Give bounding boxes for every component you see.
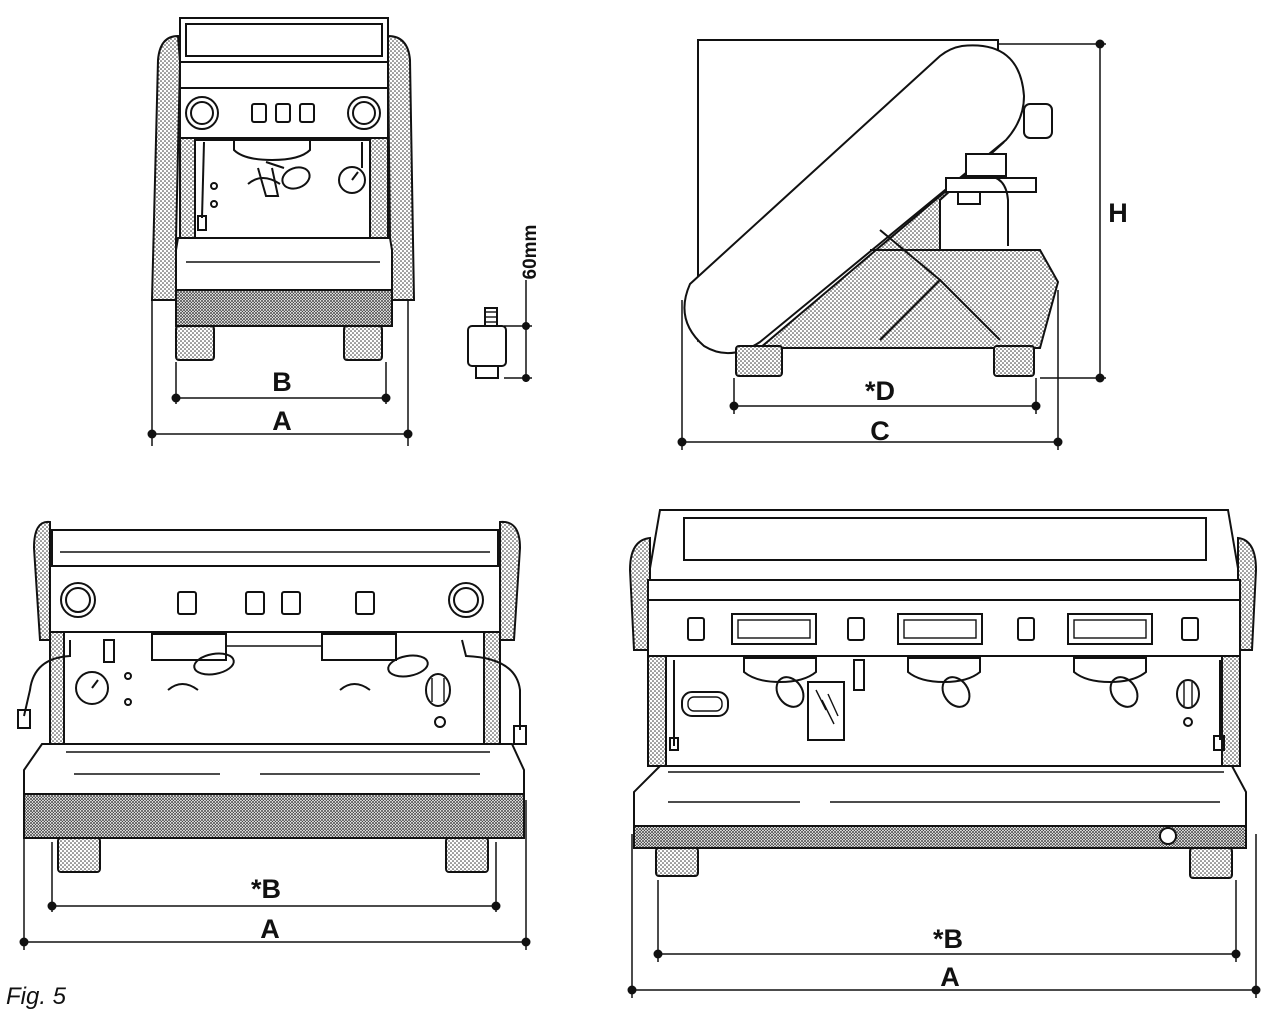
side-left-foot <box>735 345 783 377</box>
two-group-left-side <box>32 520 51 641</box>
two-group-left-foot <box>57 837 101 873</box>
side-height-label: H <box>1108 198 1128 228</box>
foot-detail-view: 60mm <box>467 225 541 382</box>
side-right-foot <box>993 345 1035 377</box>
three-group-drip-tray <box>633 765 1247 827</box>
right-foot <box>343 325 383 361</box>
three-group-width-total-label: A <box>940 962 960 992</box>
left-foot <box>175 325 215 361</box>
compact-front-view: B A <box>147 17 416 446</box>
three-group-width-feet-label: *B <box>933 924 963 954</box>
three-group-control-panel <box>647 599 1241 657</box>
three-group-left-foot <box>655 847 699 877</box>
foot-detail <box>467 325 507 367</box>
two-group-right-foot <box>445 837 489 873</box>
drip-tray <box>175 237 393 291</box>
three-group-cup-tray <box>646 509 1242 581</box>
two-group-width-total-label: A <box>260 914 280 944</box>
compact-width-feet-label: B <box>272 367 292 397</box>
control-panel <box>179 87 389 139</box>
side-view: H *D C <box>677 39 1128 450</box>
three-group-left-side <box>628 536 651 651</box>
figure-caption: Fig. 5 <box>6 983 67 1010</box>
three-group-front-view: *B A <box>627 509 1261 998</box>
three-group-right-foot <box>1189 847 1233 879</box>
two-group-cup-tray <box>51 529 499 567</box>
foot-height-label: 60mm <box>520 225 541 280</box>
two-group-front-view: *B A <box>17 520 531 950</box>
compact-width-total-label: A <box>272 406 292 436</box>
two-group-right-side <box>499 520 522 641</box>
three-group-right-side <box>1237 536 1258 651</box>
side-depth-feet-label: *D <box>865 376 895 406</box>
two-group-width-feet-label: *B <box>251 874 281 904</box>
side-depth-total-label: C <box>870 416 890 446</box>
